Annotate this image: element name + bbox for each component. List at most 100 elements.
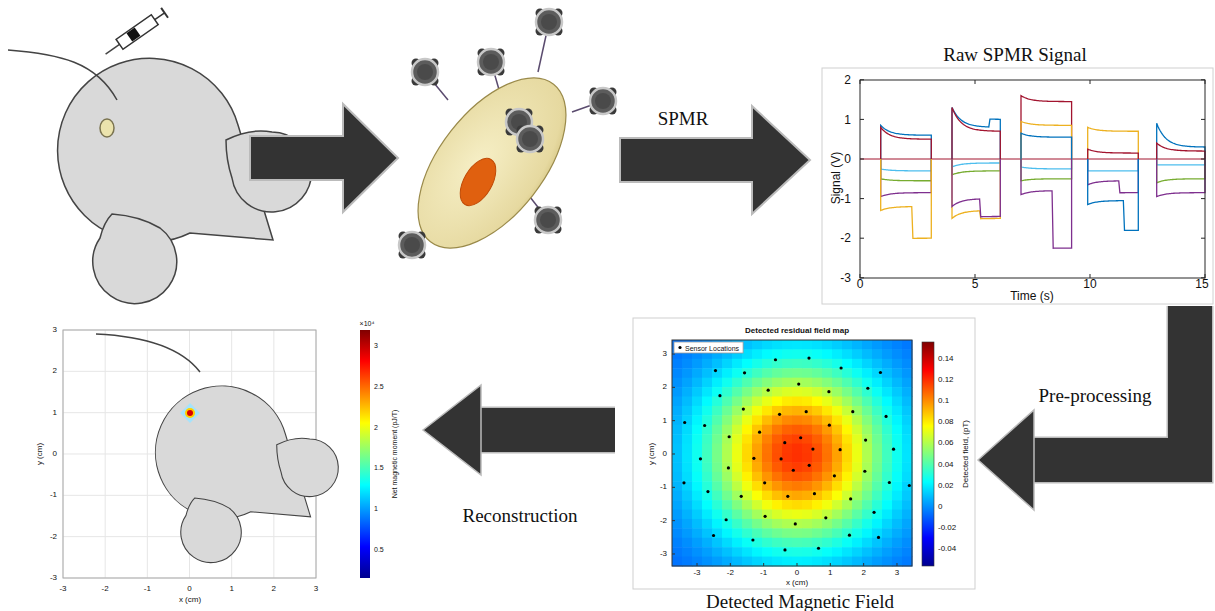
- field-map-part-part: [702, 472, 713, 482]
- field-map-part-part: [832, 415, 843, 425]
- field-map-part-part: [872, 387, 883, 397]
- field-map-part-part: [902, 387, 913, 397]
- field-map-part-part: [862, 472, 873, 482]
- field-map-part-part: [752, 434, 763, 444]
- field-map-part-part: [852, 340, 863, 350]
- field-map-part-part: [792, 434, 803, 444]
- signal-plot-part: [1021, 159, 1072, 169]
- field-map-part-part: [752, 547, 763, 557]
- legend-entry: Sensor Locations: [685, 344, 739, 351]
- field-map-part-part: [752, 481, 763, 491]
- field-map-part-part: [852, 547, 863, 557]
- field-map-part-part: [742, 472, 753, 482]
- panel-text: Detected field, (pT): [962, 420, 970, 488]
- field-map-part-part: [852, 387, 863, 397]
- field-map-part-part: [812, 340, 823, 350]
- field-map-part-part: [842, 519, 853, 529]
- field-map-part-part: [702, 481, 713, 491]
- step-label: SPMR: [658, 109, 709, 128]
- cell-illustration-part-part: [478, 49, 505, 76]
- field-map-part-part: [872, 510, 883, 520]
- field-map-part-part: [762, 538, 773, 548]
- field-map-part-part: [722, 462, 733, 472]
- field-map-part-part: [672, 387, 683, 397]
- panel-text: 0.06: [938, 439, 954, 447]
- field-map-part-part: [742, 425, 753, 435]
- field-map-part-part: [792, 528, 803, 538]
- field-map-part-part: [682, 481, 693, 491]
- field-map-part: [727, 466, 730, 469]
- field-map-part-part: [742, 444, 753, 454]
- field-map-part-part: [762, 368, 773, 378]
- field-map-part-part: [822, 425, 833, 435]
- field-map-part-part: [832, 462, 843, 472]
- field-map-part-part: [862, 415, 873, 425]
- field-map-part-part: [852, 528, 863, 538]
- field-map-part-part: [772, 368, 783, 378]
- field-map-part-part: [782, 434, 793, 444]
- field-map-part-part: [832, 397, 843, 407]
- field-map-part-part: [862, 378, 873, 388]
- field-map-part-part: [812, 538, 823, 548]
- field-map-part-part: [682, 500, 693, 510]
- signal-plot-part: [1157, 159, 1205, 183]
- field-map-part-part: [752, 519, 763, 529]
- field-map-part-part: [732, 462, 743, 472]
- field-map-part-part: [812, 481, 823, 491]
- field-map-part-part: [832, 519, 843, 529]
- panel-text: Time (s): [1010, 290, 1054, 302]
- signal-plot-part: [1088, 159, 1139, 193]
- panel-text: 2: [53, 367, 57, 375]
- field-map-part-part: [772, 359, 783, 369]
- field-map-part-part: [792, 378, 803, 388]
- field-map-part: [839, 366, 842, 369]
- field-map-part-part: [732, 359, 743, 369]
- field-map-part-part: [872, 547, 883, 557]
- signal-plot-part: [881, 159, 932, 171]
- panel-text: -3: [693, 569, 700, 577]
- field-map-part-part: [702, 557, 713, 567]
- field-map-part-part: [672, 368, 683, 378]
- field-map-part-part: [822, 472, 833, 482]
- field-map-part-part: [822, 387, 833, 397]
- field-map-part-part: [882, 340, 893, 350]
- field-map-part-part: [802, 444, 813, 454]
- field-map-part-part: [682, 425, 693, 435]
- field-map-part-part: [862, 387, 873, 397]
- field-map-part-part: [902, 481, 913, 491]
- signal-plot-part: [1157, 123, 1205, 159]
- field-map-part-part: [902, 406, 913, 416]
- field-map-part-part: [672, 538, 683, 548]
- process-arrow-part: [1034, 306, 1190, 460]
- field-map-part-part: [902, 444, 913, 454]
- field-map-part-part: [882, 491, 893, 501]
- field-map-part-part: [892, 491, 903, 501]
- field-map-part-part: [742, 500, 753, 510]
- field-map-part: [824, 516, 827, 519]
- field-map-part: [833, 474, 836, 477]
- field-map-part-part: [862, 557, 873, 567]
- field-map-part: [811, 447, 814, 450]
- field-map-part-part: [832, 387, 843, 397]
- field-map-part-part: [672, 557, 683, 567]
- panel-text: -1: [660, 483, 667, 491]
- panel-text: y (cm): [648, 443, 656, 465]
- field-map-part-part: [732, 425, 743, 435]
- field-map-part-part: [782, 415, 793, 425]
- field-map-part-part: [792, 491, 803, 501]
- panel-text: 0: [844, 153, 851, 165]
- field-map-part: [796, 563, 797, 566]
- process-arrow: [978, 306, 1190, 510]
- field-map-part-part: [722, 491, 733, 501]
- cell-illustration-part-part-part: [483, 54, 499, 70]
- field-map-part-part: [802, 453, 813, 463]
- field-map-part: [763, 563, 764, 566]
- field-map-part-part: [792, 397, 803, 407]
- field-map-part-part: [792, 500, 803, 510]
- field-map-part-part: [732, 434, 743, 444]
- field-map-part-part: [842, 538, 853, 548]
- field-map-part-part: [752, 349, 763, 359]
- panel-text: 3: [374, 342, 378, 349]
- field-map-part: [849, 497, 852, 500]
- field-map-part-part: [812, 453, 823, 463]
